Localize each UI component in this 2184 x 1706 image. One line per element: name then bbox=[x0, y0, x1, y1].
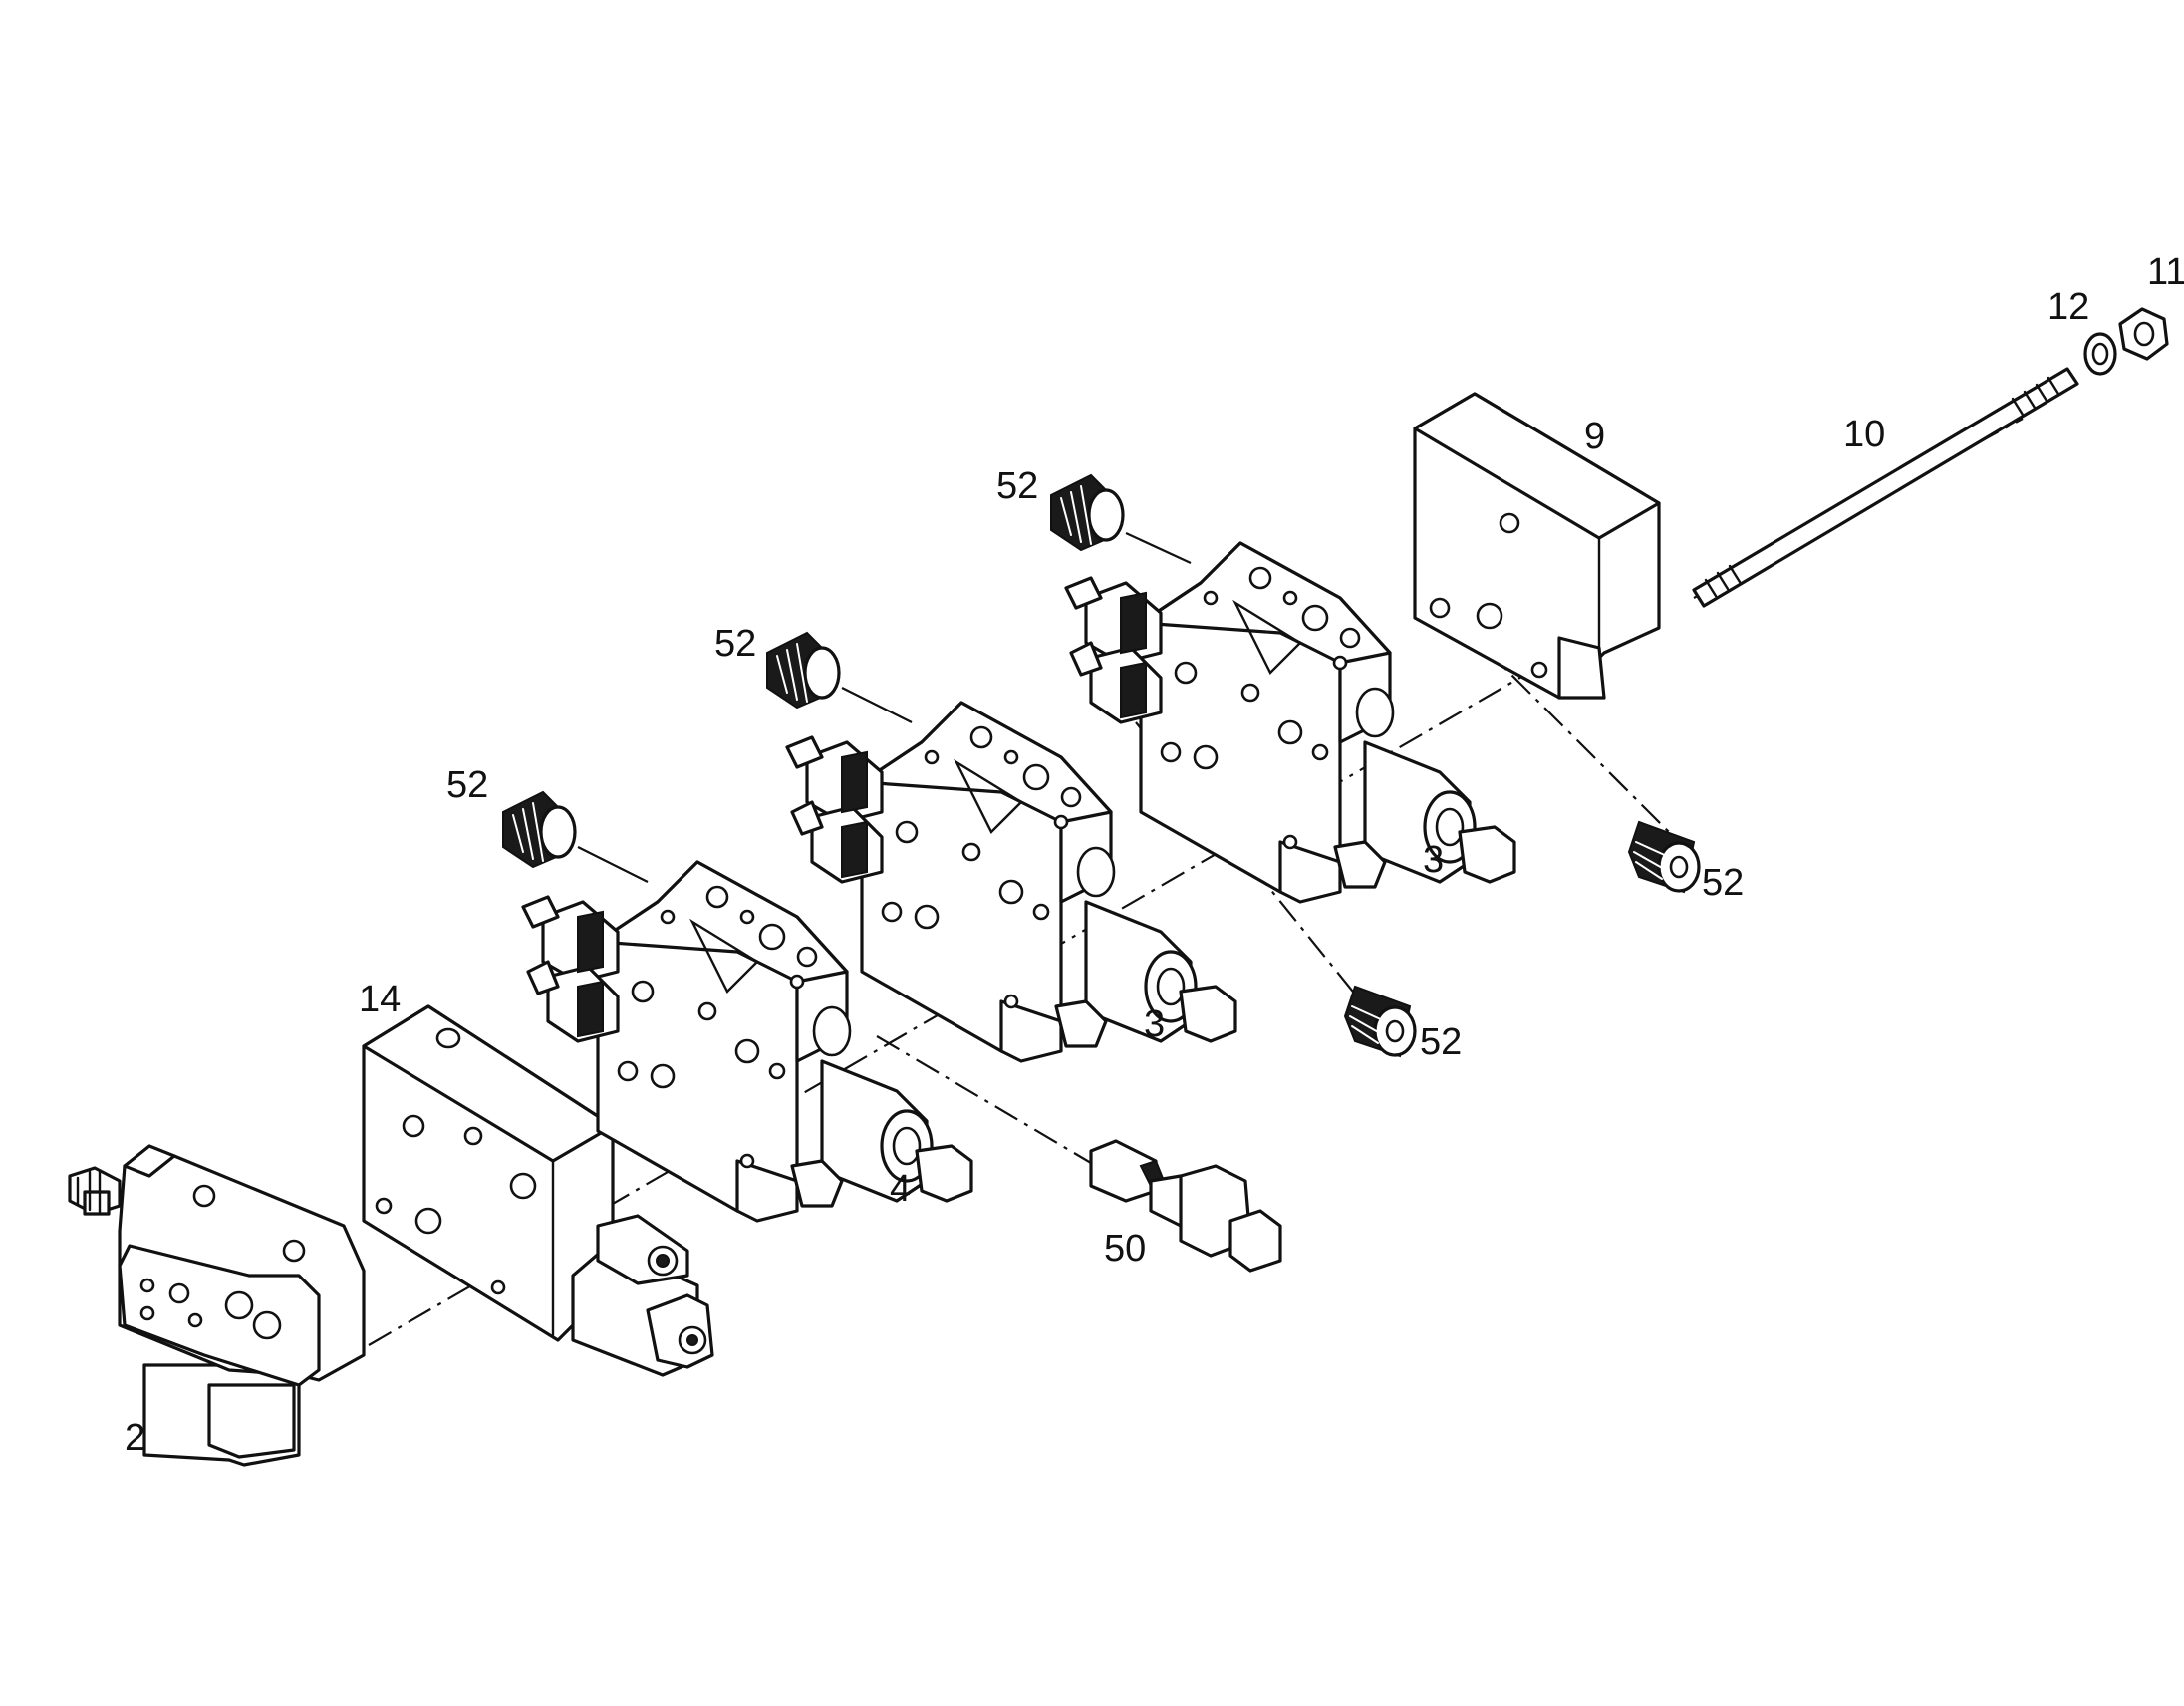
relief-valve-axis bbox=[876, 1035, 1097, 1167]
callout-10: 10 bbox=[1843, 414, 1885, 455]
part-2-inlet-cover bbox=[68, 1144, 366, 1467]
callout-2: 2 bbox=[125, 1417, 145, 1459]
callout-52-cap-upper: 52 bbox=[1702, 862, 1744, 904]
callout-3-middle: 3 bbox=[1144, 1003, 1165, 1045]
part-9-end-block bbox=[1413, 392, 1661, 700]
part-52-cap-lower bbox=[1343, 985, 1417, 1058]
callouts: 2 14 4 50 3 3 9 10 11 12 52 52 52 52 52 bbox=[125, 251, 2184, 1459]
part-52-cap-upper bbox=[1627, 820, 1701, 894]
callout-3-upper: 3 bbox=[1423, 839, 1444, 881]
callout-12: 12 bbox=[2048, 286, 2089, 328]
callout-50: 50 bbox=[1104, 1228, 1146, 1270]
callout-11: 11 bbox=[2147, 251, 2184, 293]
callout-9: 9 bbox=[1584, 416, 1605, 457]
callout-52-left: 52 bbox=[446, 764, 488, 806]
part-52-plug-upper bbox=[1049, 473, 1125, 552]
part-52-plug-middle bbox=[765, 631, 841, 710]
part-11-nut bbox=[2118, 307, 2169, 361]
callout-4: 4 bbox=[890, 1168, 911, 1210]
part-50-relief-valve bbox=[1089, 1139, 1282, 1273]
part-12-washer bbox=[2083, 332, 2117, 376]
callout-52-middle: 52 bbox=[714, 623, 756, 665]
leader-lines bbox=[577, 532, 1192, 883]
part-14-plate bbox=[362, 1004, 714, 1377]
callout-14: 14 bbox=[359, 979, 401, 1020]
part-10-tie-rod bbox=[1692, 367, 2079, 608]
part-52-plug-left bbox=[501, 790, 577, 869]
callout-52-cap-lower: 52 bbox=[1420, 1021, 1462, 1063]
callout-52-upper: 52 bbox=[996, 465, 1038, 507]
